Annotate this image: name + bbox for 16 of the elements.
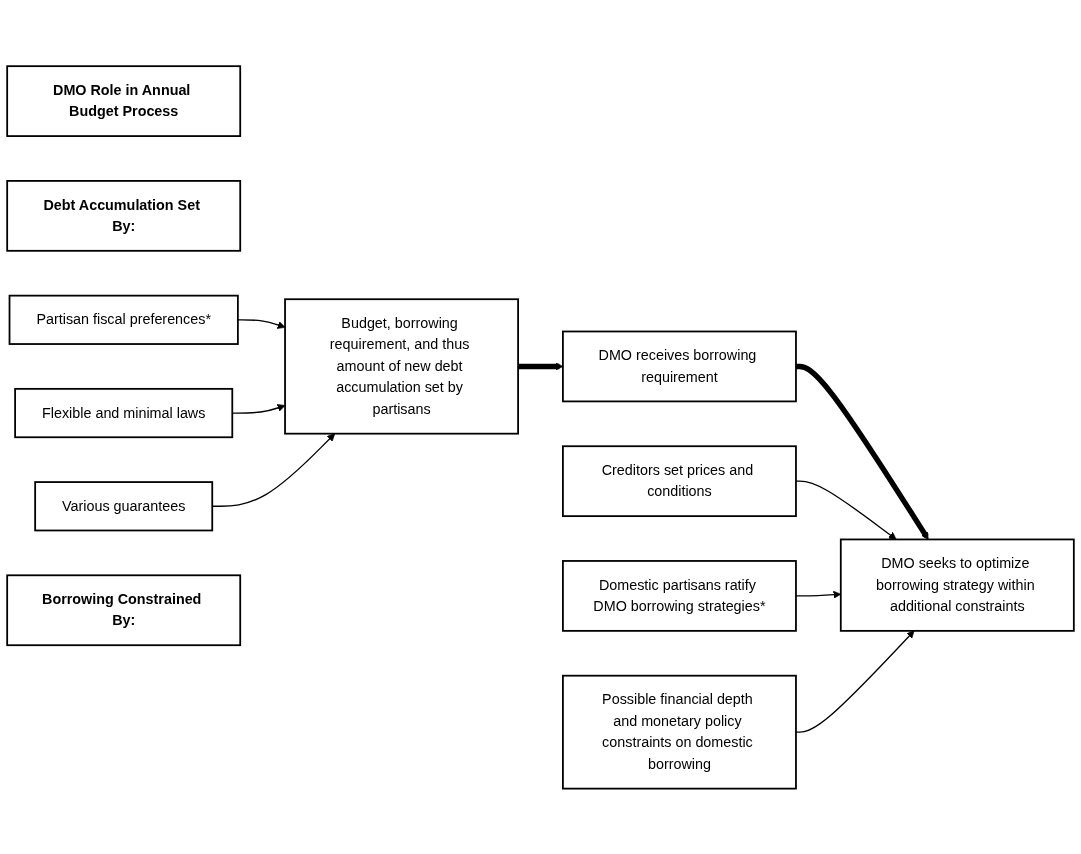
node-box: DMO receives borrowing requirement — [562, 330, 797, 402]
node-box: Partisan fiscal preferences* — [8, 294, 239, 345]
node-box: DMO seeks to optimize borrowing strategy within additional constraints — [839, 538, 1075, 632]
node-box: Flexible and minimal laws — [14, 387, 234, 438]
arrow — [795, 480, 897, 540]
arrow — [795, 630, 915, 733]
node-box: DMO Role in Annual Budget Process — [6, 64, 242, 137]
arrow — [237, 318, 286, 329]
node-box: Debt Accumulation Set By: — [6, 179, 242, 252]
node-box: Various guarantees — [34, 480, 214, 531]
node-box: Domestic partisans ratify DMO borrowing strategies* — [562, 559, 797, 632]
node-box: Budget, borrowing requirement, and thus amount of new debt accumulation set by partisans — [284, 297, 519, 435]
node-box: Creditors set prices and conditions — [562, 444, 797, 517]
node-box: Possible financial depth and monetary policy constraints on domestic borrowing — [562, 674, 797, 790]
node-box: Borrowing Constrained By: — [6, 574, 242, 646]
arrow — [795, 363, 929, 540]
